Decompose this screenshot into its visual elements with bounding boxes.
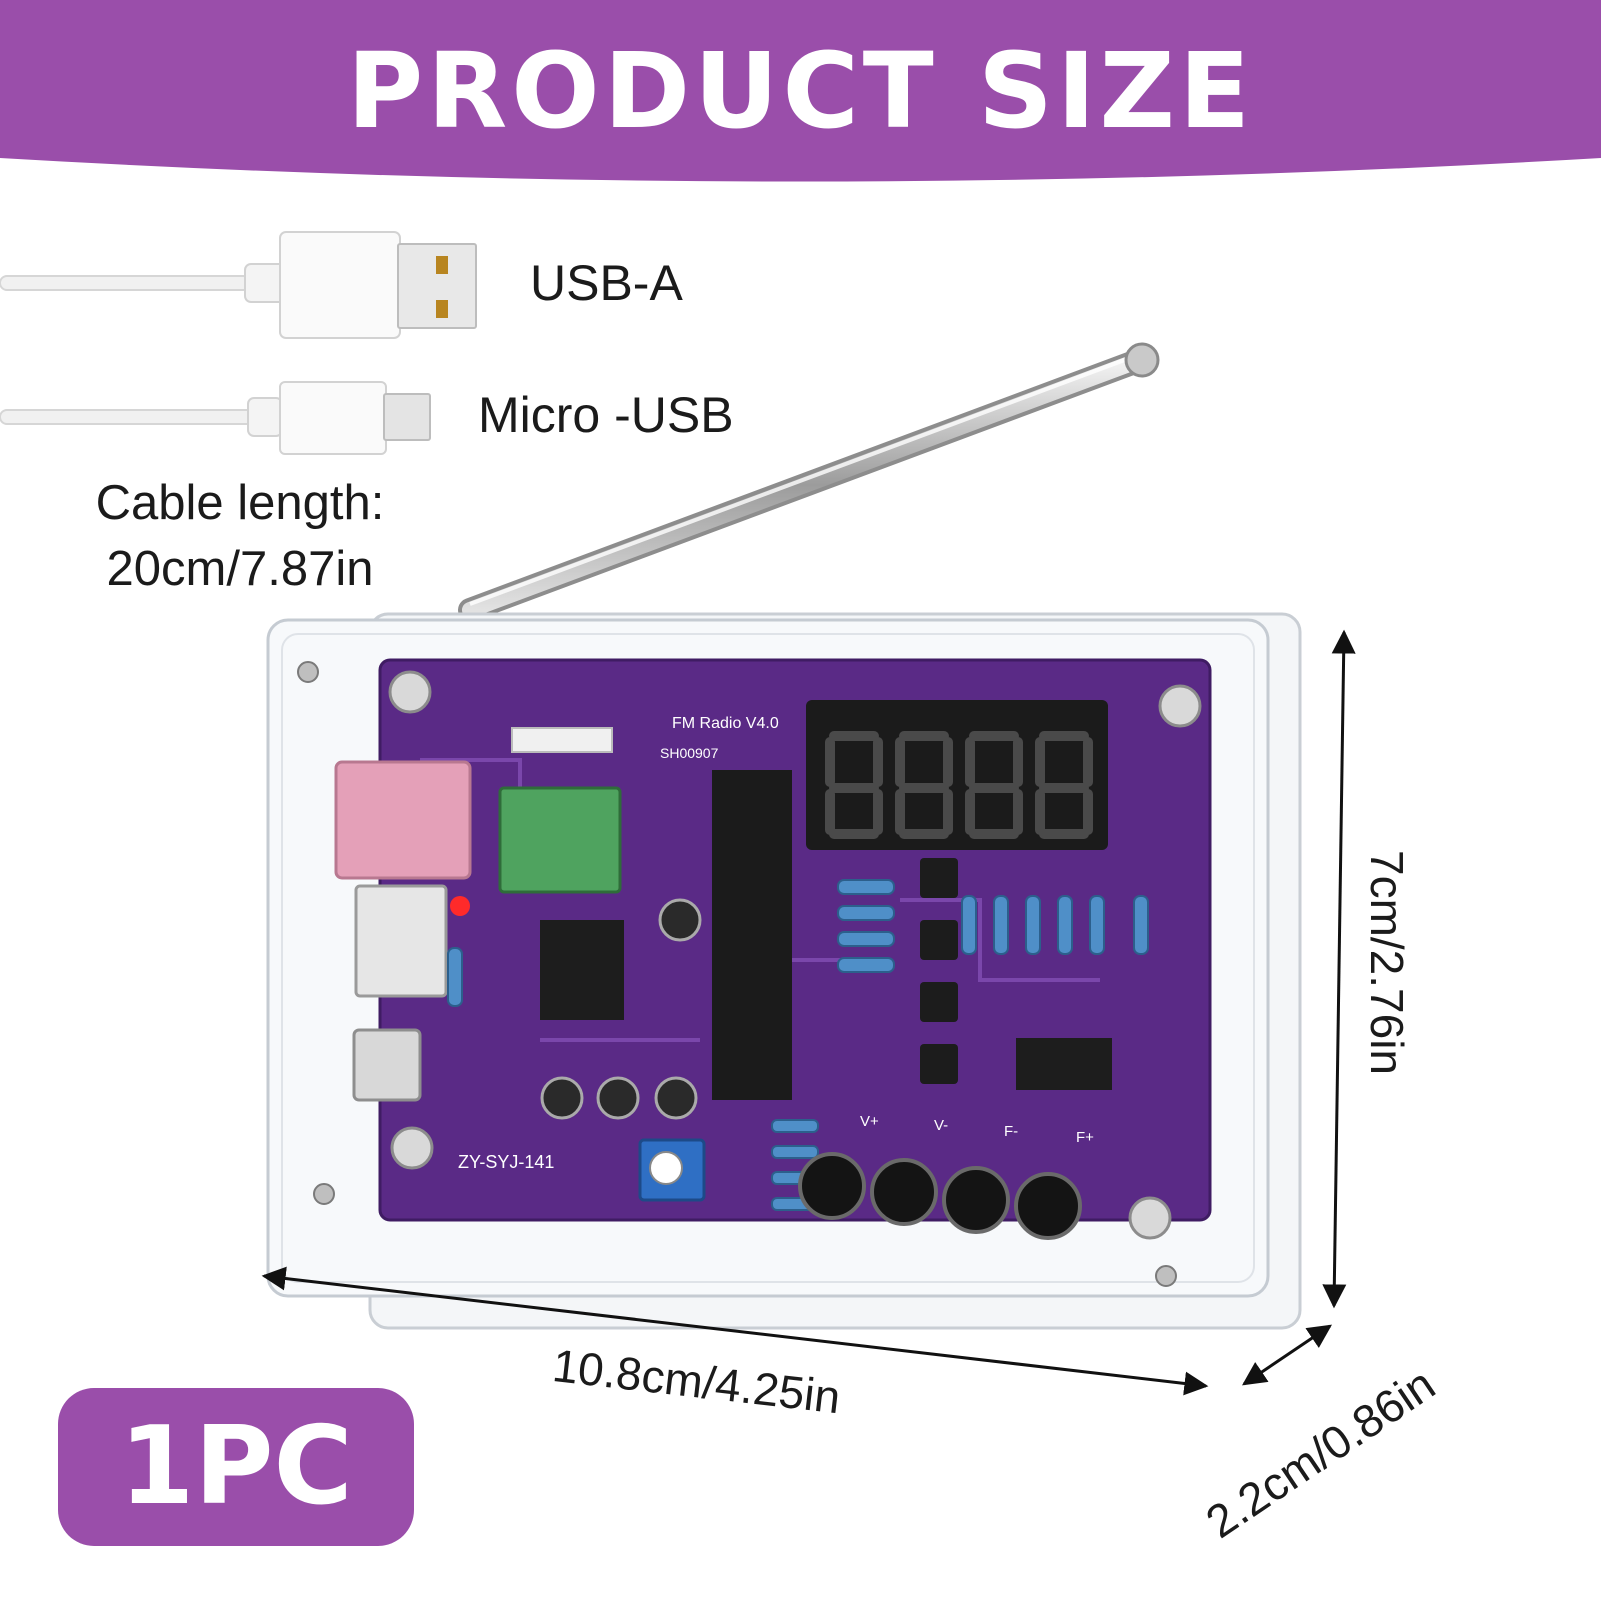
cable-length-label: Cable length: — [95, 476, 385, 530]
button-label-vplus: V+ — [860, 1113, 879, 1130]
cable-length: Cable length: 20cm/7.87in — [70, 470, 410, 602]
power-switch-icon — [354, 884, 448, 998]
seven-segment-display — [806, 700, 1108, 850]
mcu-chip-icon — [712, 770, 792, 1100]
button-label-fplus: F+ — [1076, 1129, 1094, 1146]
audio-jack-icon — [334, 760, 472, 880]
depth-dimension-arrow — [1242, 1324, 1332, 1386]
ic-chip-icon — [540, 920, 624, 1020]
push-buttons — [798, 1152, 1082, 1240]
width-dimension-arrow — [261, 1266, 1209, 1396]
header-band — [0, 0, 1601, 182]
height-dimension-arrow — [1322, 629, 1356, 1309]
micro-usb-cable-icon — [0, 381, 431, 455]
micro-usb-label: Micro -USB — [478, 387, 734, 443]
board-title: FM Radio V4.0 — [672, 715, 779, 732]
height-dimension-label: 7cm/2.76in — [1361, 850, 1413, 1076]
antenna-icon — [458, 342, 1160, 622]
button-label-fminus: F- — [1004, 1123, 1018, 1140]
board-model: ZY-SYJ-141 — [458, 1152, 554, 1172]
micro-usb-port-icon — [352, 1028, 422, 1102]
usb-a-label: USB-A — [530, 255, 683, 311]
button-label-vminus: V- — [934, 1117, 948, 1134]
board-code: SH00907 — [660, 745, 719, 761]
quantity-badge: 1PC — [58, 1388, 414, 1546]
page-title: PRODUCT SIZE — [346, 30, 1254, 152]
usb-a-cable-icon — [0, 231, 477, 339]
led-icon — [450, 896, 470, 916]
cable-length-value: 20cm/7.87in — [106, 542, 374, 596]
